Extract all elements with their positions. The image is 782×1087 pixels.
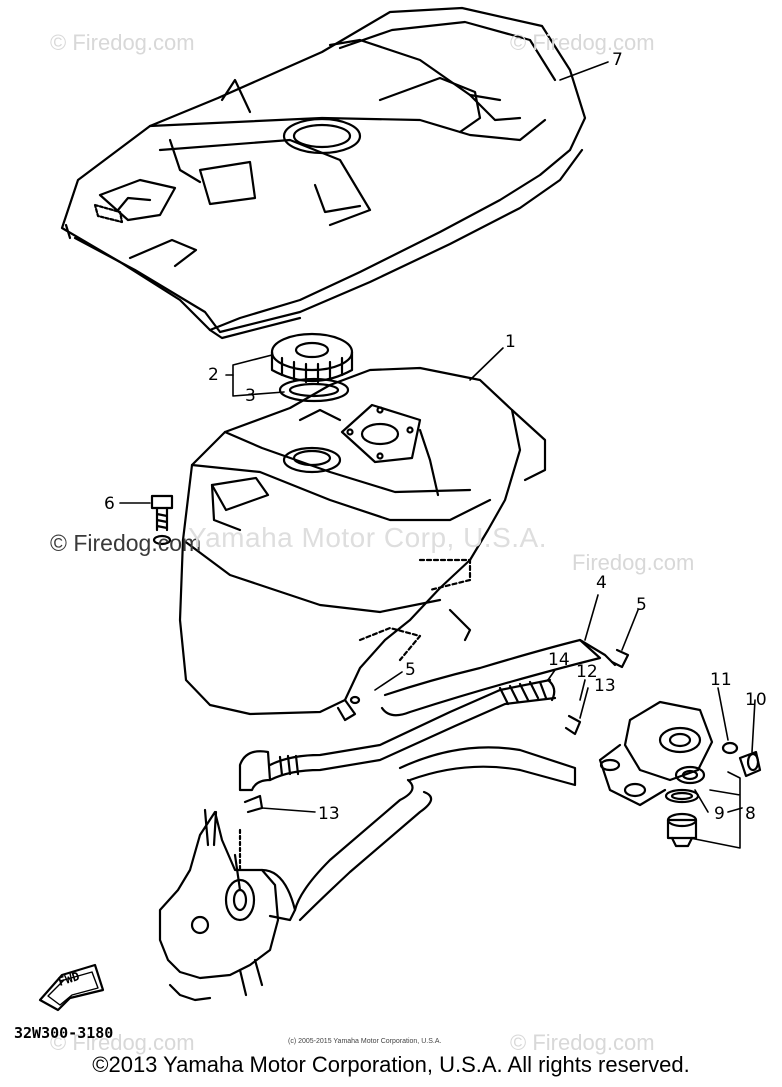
copyright-notice: ©2013 Yamaha Motor Corporation, U.S.A. A… (92, 1052, 690, 1077)
forward-arrow-icon (38, 963, 105, 1012)
fuel-cap-part (270, 332, 354, 403)
callout-7: 7 (612, 50, 623, 70)
callout-10: 10 (745, 690, 767, 710)
leader-lines (119, 61, 756, 849)
carburetor-part (158, 808, 297, 1002)
watermark-yamaha: Yamaha Motor Corp, U.S.A. (188, 522, 547, 553)
watermark-firedog: © Firedog.com (50, 1030, 195, 1055)
watermark-firedog: © Firedog.com (510, 1030, 655, 1055)
callout-12: 12 (576, 662, 598, 682)
callout-2: 2 (208, 365, 219, 385)
watermark-firedog: © Firedog.com (50, 30, 195, 55)
callout-6: 6 (104, 494, 115, 514)
callout-5: 5 (405, 660, 416, 680)
callout-1: 1 (505, 332, 516, 352)
callout-13: 13 (318, 804, 340, 824)
watermark-firedog: © Firedog.com (50, 530, 202, 556)
bolt-part (150, 494, 174, 546)
callout-4: 4 (596, 573, 607, 593)
callout-11: 11 (710, 670, 732, 690)
callout-8: 8 (745, 804, 756, 824)
diagram-code: 32W300-3180 (14, 1024, 114, 1042)
fuel-cock-part (598, 700, 762, 848)
callout-3: 3 (245, 386, 256, 406)
callout-14: 14 (548, 650, 570, 670)
hose-clip-parts (243, 648, 630, 814)
callout-9: 9 (714, 804, 725, 824)
small-copyright: (c) 2005-2015 Yamaha Motor Corporation, … (288, 1038, 442, 1045)
callout-13: 13 (594, 676, 616, 696)
fuel-tank-part (178, 366, 547, 716)
tank-cover-part (60, 6, 587, 340)
vacuum-hose-part (293, 746, 577, 922)
callout-5: 5 (636, 595, 647, 615)
watermark-firedog: Firedog.com (572, 550, 695, 575)
watermark-firedog: © Firedog.com (510, 30, 655, 55)
breather-hose-part (238, 678, 557, 792)
